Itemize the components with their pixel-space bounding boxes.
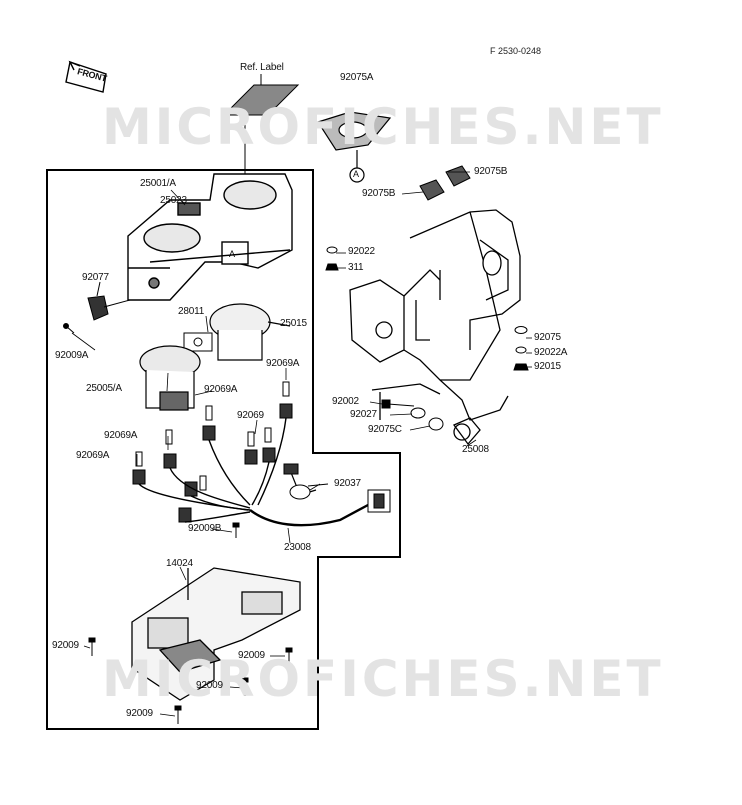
leader-lines	[71, 171, 532, 717]
clamp-92037	[289, 483, 329, 500]
part-92022a: 92022A	[534, 347, 568, 358]
part-92075b-1: 92075B	[474, 166, 508, 177]
part-25008: 25008	[462, 444, 489, 455]
part-14024: 14024	[166, 558, 193, 569]
part-23008: 23008	[284, 542, 311, 553]
part-92009-3: 92009	[196, 680, 223, 691]
watermark-bottom: MICROFICHES.NET	[102, 650, 664, 708]
wire-harness	[138, 417, 369, 527]
callout-a-text: A	[353, 169, 359, 179]
part-28011: 28011	[178, 306, 205, 317]
part-92069a-1: 92069A	[266, 358, 300, 369]
connector-plug	[283, 463, 391, 513]
screw-92009b	[232, 522, 240, 538]
part-92075c: 92075C	[368, 424, 402, 435]
part-92027: 92027	[350, 409, 377, 420]
ref-label-text: Ref. Label	[240, 62, 284, 73]
part-92009b: 92009B	[188, 523, 222, 534]
tachometer	[209, 303, 291, 361]
speedometer	[139, 345, 201, 411]
part-92009-1: 92009	[52, 640, 79, 651]
bracket-hardware	[325, 246, 529, 431]
part-92009a: 92009A	[55, 350, 89, 361]
part-92022: 92022	[348, 246, 375, 257]
assembly-boundary	[46, 169, 401, 730]
part-92015: 92015	[534, 361, 561, 372]
part-25005a: 25005/A	[86, 383, 122, 394]
part-92075: 92075	[534, 332, 561, 343]
meter-cover	[131, 567, 301, 701]
screw-92009a	[63, 323, 75, 334]
watermark-top: MICROFICHES.NET	[102, 98, 664, 156]
part-92069a-3: 92069A	[104, 430, 138, 441]
part-25023: 25023	[160, 195, 187, 206]
part-92002: 92002	[332, 396, 359, 407]
bulb-sockets	[132, 381, 293, 523]
diagram-code: F 2530-0248	[490, 46, 542, 56]
svg-text:A: A	[229, 249, 235, 259]
part-92037: 92037	[334, 478, 361, 489]
front-arrow-icon	[65, 60, 107, 93]
grommets-92075b	[419, 165, 471, 201]
grommet-92075a	[317, 111, 392, 183]
part-25001a: 25001/A	[140, 178, 176, 189]
part-92075a: 92075A	[340, 72, 374, 83]
part-92075b-2: 92075B	[362, 188, 396, 199]
part-92009-4: 92009	[126, 708, 153, 719]
part-92009-2: 92009	[238, 650, 265, 661]
meter-bracket	[349, 209, 521, 446]
part-92069: 92069	[237, 410, 264, 421]
bracket-28011	[183, 332, 213, 352]
part-25015: 25015	[280, 318, 307, 329]
part-311: 311	[348, 262, 364, 273]
trip-knob	[87, 281, 131, 321]
part-92077: 92077	[82, 272, 109, 283]
part-92069a-4: 92069A	[76, 450, 110, 461]
meter-case	[127, 173, 293, 301]
screws-92009	[88, 637, 293, 724]
part-92069a-2: 92069A	[204, 384, 238, 395]
